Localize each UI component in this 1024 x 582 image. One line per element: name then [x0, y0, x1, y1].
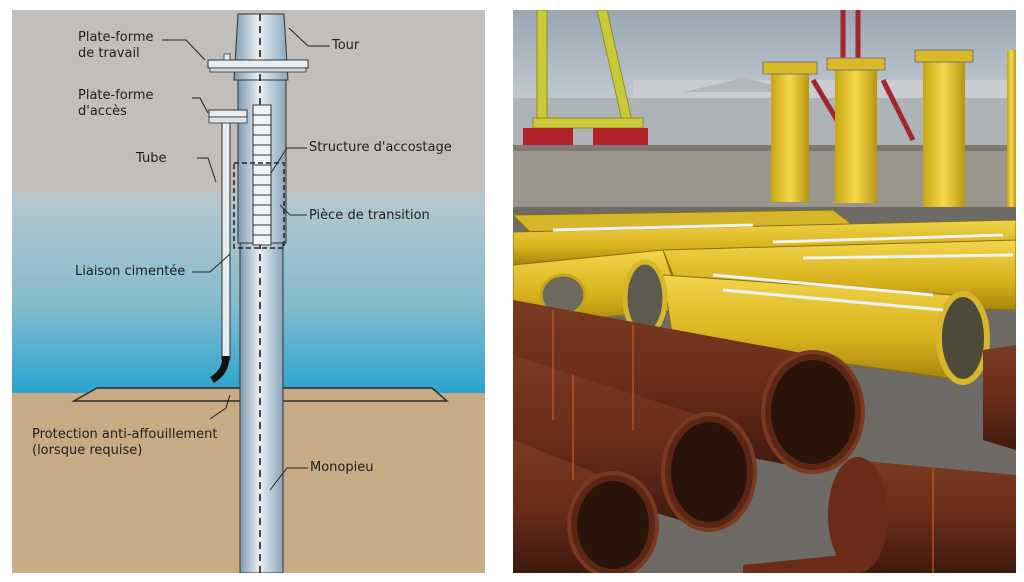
label-access-platform: Plate-forme d'accès [78, 88, 154, 119]
monopile-diagram: Plate-forme de travail Plate-forme d'acc… [12, 10, 485, 574]
label-boat-landing: Structure d'accostage [309, 140, 452, 155]
monopile [239, 242, 284, 574]
yard-photo-drawing [513, 10, 1016, 573]
label-work-platform: Plate-forme de travail [78, 30, 154, 61]
label-grouted-connection: Liaison cimentée [75, 264, 186, 279]
yard-photo [513, 10, 1016, 573]
work-platform [207, 59, 309, 69]
tube-bend [210, 355, 230, 384]
label-transition-piece: Pièce de transition [309, 208, 430, 223]
diagram-drawing [12, 10, 485, 574]
leader-lines [162, 27, 330, 491]
transition-piece-outline [233, 162, 285, 249]
label-scour-protection: Protection anti-affouillement (lorsque r… [32, 427, 218, 458]
label-tower: Tour [332, 38, 360, 53]
label-monopile: Monopieu [310, 460, 374, 475]
access-platform [208, 109, 248, 118]
tube [221, 109, 231, 361]
label-tube: Tube [136, 151, 167, 166]
